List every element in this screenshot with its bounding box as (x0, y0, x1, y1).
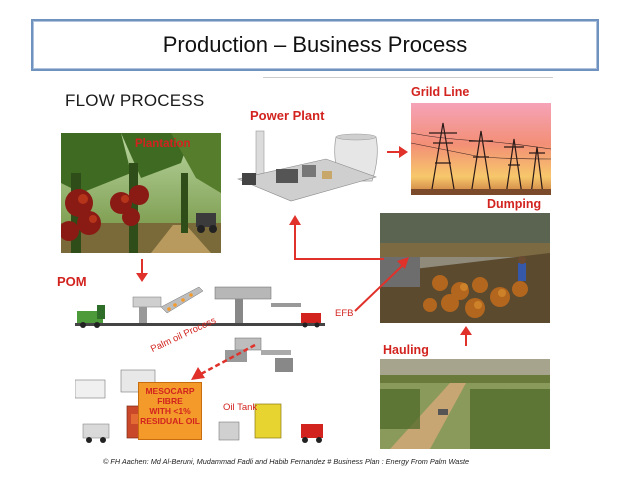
power-plant-label: Power Plant (250, 108, 325, 123)
grid-line-label: Grild Line (411, 85, 470, 99)
dumping-label: Dumping (487, 197, 542, 211)
slide-title-box: Production – Business Process (31, 19, 599, 71)
mesocarp-line-1: MESOCARP (145, 386, 195, 396)
plantation-label: Plantation (135, 138, 191, 150)
arrow-power-to-grid (387, 146, 408, 158)
grid-line-photo (411, 103, 551, 195)
arrow-hauling-to-dumping (460, 326, 472, 346)
arrow-plantation-to-pom (136, 259, 148, 282)
flow-process-diagram: FLOW PROCESS (53, 77, 557, 449)
dumping-photo (380, 213, 550, 323)
slide-footer: © FH Aachen: Md Al-Beruni, Mudammad Fadl… (103, 457, 470, 466)
hauling-photo (380, 359, 550, 449)
power-plant-illustration (236, 129, 386, 209)
arrow-dumping-to-power (289, 215, 384, 260)
pom-label: POM (57, 274, 87, 289)
arrow-pom-to-dumping (354, 257, 409, 312)
pom-illustration (75, 283, 335, 333)
oil-tank-label: Oil Tank (223, 402, 258, 413)
diagram-heading: FLOW PROCESS (65, 91, 205, 110)
efb-label: EFB (335, 308, 354, 319)
plantation-photo (61, 133, 221, 253)
mesocarp-fibre-box: MESOCARP FIBRE WITH <1% RESIDUAL OIL (138, 382, 202, 440)
mesocarp-line-2: FIBRE (157, 396, 183, 406)
slide-title: Production – Business Process (162, 32, 468, 57)
mesocarp-line-3: WITH <1% (149, 406, 191, 416)
palm-oil-process-arrow (191, 343, 256, 380)
top-divider-line (263, 77, 553, 78)
hauling-label: Hauling (383, 343, 429, 357)
mesocarp-line-4: RESIDUAL OIL (140, 416, 200, 426)
